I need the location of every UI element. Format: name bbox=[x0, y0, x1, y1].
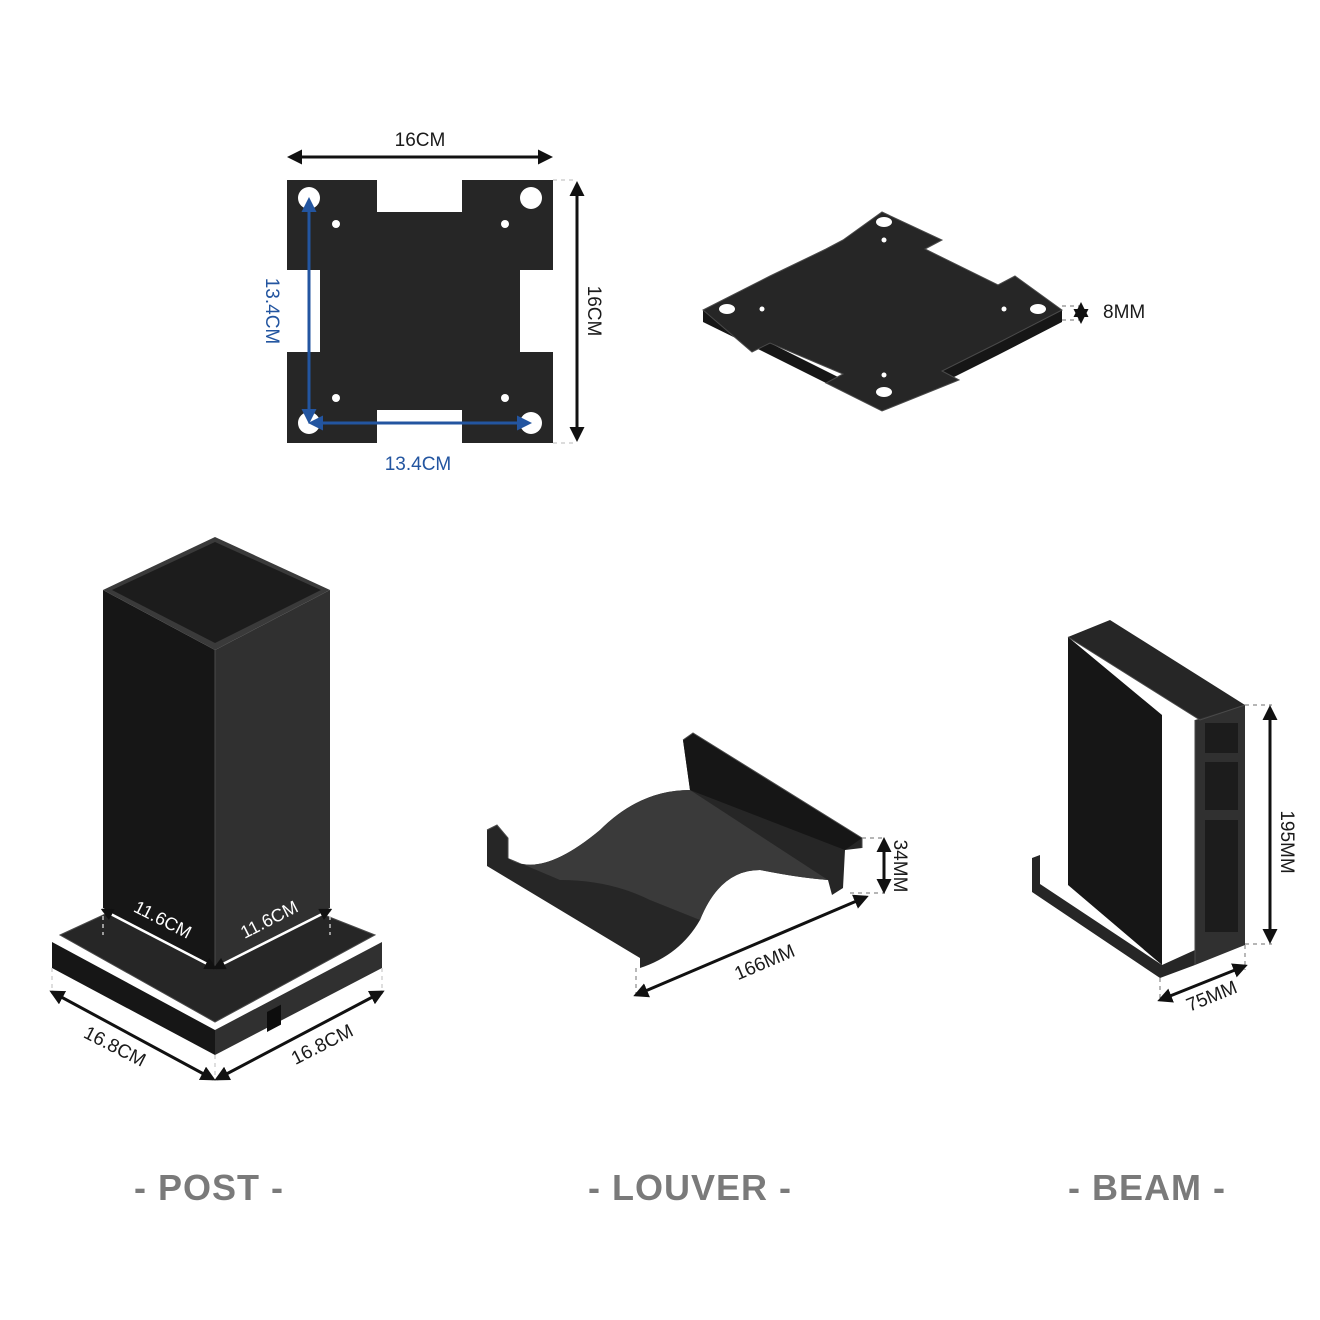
post-column-opening bbox=[112, 542, 321, 643]
beam-chamber bbox=[1205, 820, 1238, 932]
hole-spacing-vertical-label: 13.4CM bbox=[261, 278, 282, 345]
post-column-right bbox=[215, 590, 330, 968]
post-inner-left-arrow bbox=[100, 908, 218, 970]
iso-corner-hole bbox=[876, 387, 892, 397]
small-hole bbox=[501, 220, 509, 228]
beam-chamber bbox=[1205, 762, 1238, 810]
post-base-right-label: 16.8CM bbox=[288, 1021, 357, 1070]
iso-small-hole bbox=[1001, 306, 1007, 312]
beam-caption: - BEAM - bbox=[1068, 1167, 1226, 1208]
corner-hole-top-right bbox=[520, 187, 542, 209]
hole-spacing-horizontal-label: 13.4CM bbox=[385, 454, 452, 475]
small-hole bbox=[501, 394, 509, 402]
iso-small-hole bbox=[881, 237, 887, 243]
louver-caption: - LOUVER - bbox=[588, 1167, 792, 1208]
louver-length-label: 166MM bbox=[732, 941, 799, 985]
louver-drawing: 34MM 166MM bbox=[486, 732, 910, 998]
louver-curve-face bbox=[508, 790, 828, 920]
iso-corner-hole bbox=[719, 304, 735, 314]
post-caption: - POST - bbox=[134, 1167, 284, 1208]
post-inner-right-arrow bbox=[212, 908, 333, 970]
plate-shape bbox=[287, 180, 553, 443]
beam-width-label: 75MM bbox=[1184, 977, 1241, 1016]
post-base-left-label: 16.8CM bbox=[80, 1023, 149, 1072]
iso-small-hole bbox=[759, 306, 765, 312]
base-plate-iso-view: 8MM bbox=[702, 211, 1145, 412]
plate-thickness-label: 8MM bbox=[1103, 302, 1145, 323]
post-base-left-arrow bbox=[49, 990, 216, 1081]
louver-height-label: 34MM bbox=[889, 840, 910, 893]
beam-top-face bbox=[1068, 620, 1245, 720]
plate-height-label: 16CM bbox=[583, 286, 604, 337]
iso-corner-hole bbox=[1030, 304, 1046, 314]
small-hole bbox=[332, 394, 340, 402]
beam-chamber bbox=[1205, 723, 1238, 753]
beam-drawing: 195MM 75MM bbox=[1032, 620, 1297, 1017]
louver-length-arrow bbox=[633, 894, 869, 998]
base-plate-top-view: 16CM 16CM 13.4CM 13.4CM bbox=[261, 130, 604, 475]
plate-iso-top bbox=[703, 212, 1062, 411]
plate-width-label: 16CM bbox=[395, 130, 446, 151]
beam-height-label: 195MM bbox=[1276, 810, 1297, 873]
post-column-left bbox=[103, 590, 215, 968]
beam-width-arrow bbox=[1157, 963, 1248, 1003]
post-base-right-arrow bbox=[214, 990, 385, 1081]
louver-back-wall bbox=[683, 733, 862, 850]
small-hole bbox=[332, 220, 340, 228]
iso-corner-hole bbox=[876, 217, 892, 227]
iso-small-hole bbox=[881, 372, 887, 378]
post-drawing: 11.6CM 11.6CM 16.8CM 16.8CM bbox=[49, 537, 385, 1081]
beam-left-face bbox=[1068, 637, 1162, 965]
